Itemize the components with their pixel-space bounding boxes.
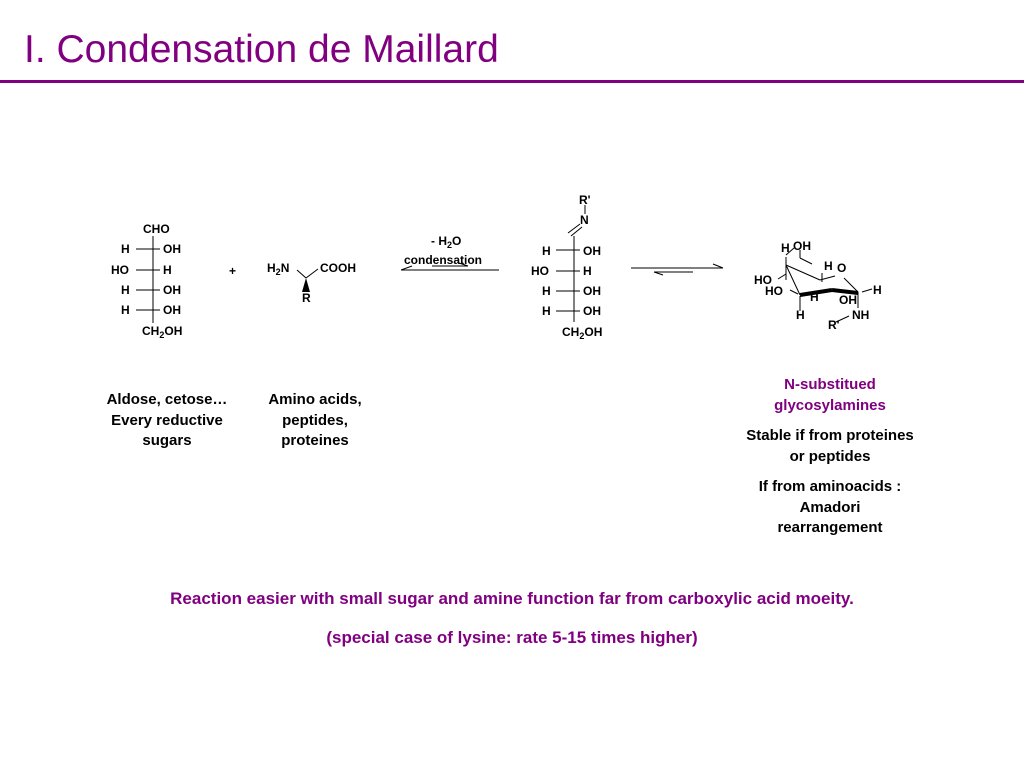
imine-c2-left: H [542,244,551,258]
pyranose-oh-mid: OH [839,293,857,307]
imine-ch2oh: CH2OH [562,325,602,341]
pyranose-h-right: H [873,283,882,297]
arrow-water-loss: - H2O [431,234,461,250]
note-lysine: (special case of lysine: rate 5-15 times… [326,628,698,647]
aldose-c5-left: H [121,303,130,317]
caption-sugars: Aldose, cetose… Every reductive sugars [80,390,254,452]
caption-sugars-line: Aldose, cetose… [106,391,228,408]
imine-c4-left: H [542,284,551,298]
aldose-c4-right: OH [163,283,181,297]
imine-n: N [580,213,589,227]
pyranose-nh: NH [852,308,869,322]
aldose-ch2oh: CH2OH [142,324,182,340]
caption-amadori: If from aminoacids : Amadori rearrangeme… [700,477,960,539]
pyranose-h-top: H [781,241,790,255]
reaction-scheme: CHO H OH HO H H OH H OH CH2OH + H2N COOH… [111,193,882,341]
pyranose-oh-top: OH [793,239,811,253]
aldose-c2-right: OH [163,242,181,256]
title-underline [0,80,1024,83]
caption-amino-line: Amino acids, [268,391,362,408]
caption-stable: Stable if from proteines or peptides [700,426,960,467]
pyranose-h-mid: H [810,290,819,304]
caption-stable-line: or peptides [789,447,871,465]
pyranose-ho-2: HO [765,284,783,298]
amino-group: H2N [267,261,289,277]
caption-amino: Amino acids, peptides, proteines [240,390,390,452]
aldose-cho: CHO [143,222,170,236]
imine-c5-right: OH [583,304,601,318]
plus-sign: + [229,264,236,278]
caption-sugars-line: sugars [142,432,192,449]
aldose-c3-left: HO [111,263,129,277]
imine-c4-right: OH [583,284,601,298]
caption-product-line: glycosylamines [774,396,886,414]
caption-stable-line: Stable if from proteines [746,427,914,444]
pyranose-ho-1: HO [754,273,772,287]
aldose-c2-left: H [121,242,130,256]
arrow-condensation: condensation [404,253,482,267]
caption-amadori-line: rearrangement [777,519,883,536]
imine-r-prime: R' [579,193,591,207]
pyranose-h-c: H [824,259,833,273]
caption-amino-line: peptides, [282,411,348,429]
aldose-c4-left: H [121,283,130,297]
caption-sugars-line: Every reductive [111,411,223,429]
caption-amadori-line: Amadori [799,498,861,516]
imine-c5-left: H [542,304,551,318]
caption-product-title: N-substitued glycosylamines [720,375,940,416]
aldose-c5-right: OH [163,303,181,317]
carboxyl-group: COOH [320,261,356,275]
side-chain-r: R [302,291,311,305]
slide-title: I. Condensation de Maillard [24,28,499,71]
caption-product-line: N-substitued [784,376,876,393]
pyranose-ring-o: O [837,261,846,275]
caption-amadori-line: If from aminoacids : [758,478,902,495]
aldose-c3-right: H [163,263,172,277]
pyranose-r-prime: R' [828,318,840,332]
caption-amino-line: proteines [281,432,349,449]
pyranose-h-low: H [796,308,805,322]
imine-c2-right: OH [583,244,601,258]
note-reaction-rate: Reaction easier with small sugar and ami… [170,589,854,608]
imine-c3-right: H [583,264,592,278]
imine-c3-left: HO [531,264,549,278]
